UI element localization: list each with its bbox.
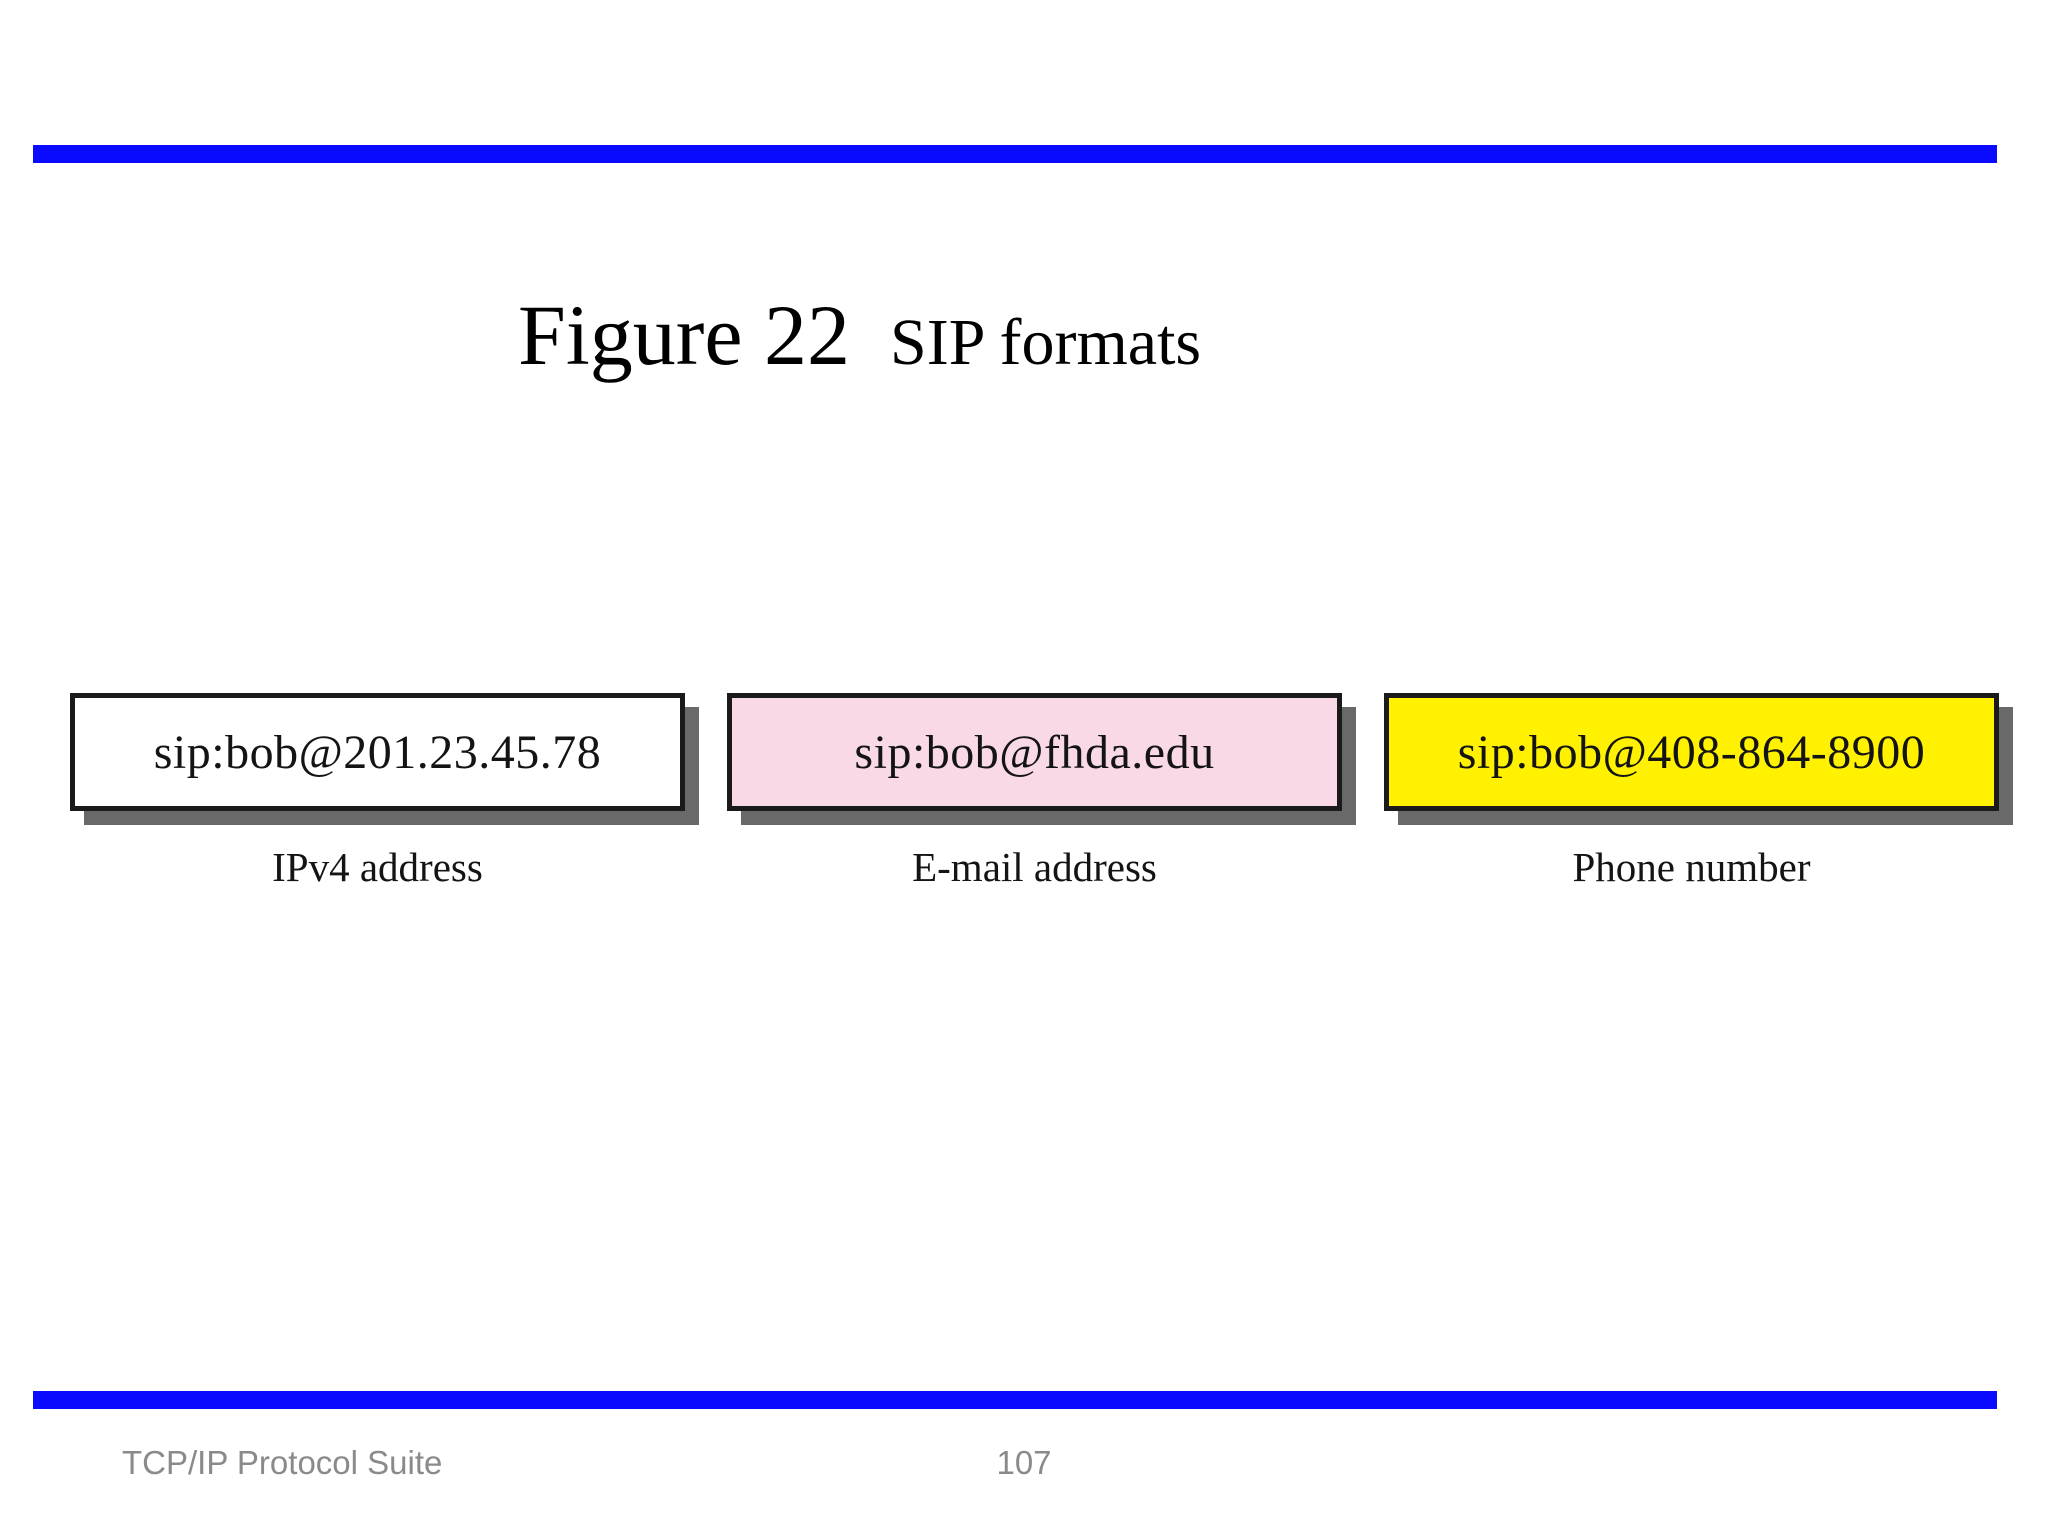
sip-format-ipv4: sip:bob@201.23.45.78 IPv4 address	[70, 693, 685, 891]
footer-book-title: TCP/IP Protocol Suite	[122, 1444, 443, 1481]
sip-format-email: sip:bob@fhda.edu E-mail address	[727, 693, 1342, 891]
sip-uri-ipv4: sip:bob@201.23.45.78	[153, 725, 602, 779]
format-label-ipv4: IPv4 address	[272, 844, 483, 890]
sip-uri-box-phone: sip:bob@408-864-8900	[1384, 693, 1999, 811]
sip-uri-box-ipv4: sip:bob@201.23.45.78	[70, 693, 685, 811]
top-divider-bar	[33, 145, 1997, 163]
sip-format-phone: sip:bob@408-864-8900 Phone number	[1384, 693, 1999, 891]
format-label-email: E-mail address	[912, 844, 1157, 890]
figure-number-label: Figure 22	[518, 287, 851, 383]
sip-uri-phone: sip:bob@408-864-8900	[1457, 725, 1926, 779]
figure-subtitle: SIP formats	[890, 306, 1202, 379]
slide-title: Figure 22 SIP formats	[518, 288, 1201, 383]
bottom-divider-bar	[33, 1391, 1997, 1409]
format-label-phone: Phone number	[1572, 844, 1811, 890]
sip-uri-box-email: sip:bob@fhda.edu	[727, 693, 1342, 811]
footer-page-number: 107	[996, 1444, 1052, 1481]
sip-uri-email: sip:bob@fhda.edu	[854, 725, 1215, 779]
